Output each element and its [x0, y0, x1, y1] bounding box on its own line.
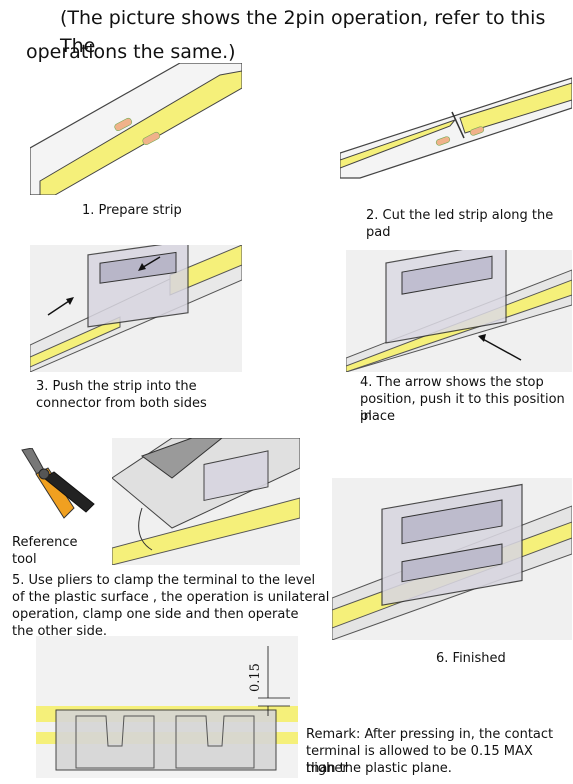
step-3-caption-line-2: connector from both sides [36, 396, 207, 411]
remark-line-2: terminal is allowed to be 0.15 MAX highe… [306, 744, 533, 776]
step-4-image [346, 250, 572, 372]
step-1-image [30, 63, 242, 195]
header-line-1: (The picture shows the 2pin operation, r… [60, 7, 546, 57]
pliers-icon [14, 448, 100, 526]
step-4-caption-line-2: position, push it to this position in [360, 392, 565, 424]
step-1-caption: 1. Prepare strip [82, 203, 182, 218]
step-2-caption-line-2: pad [366, 225, 391, 240]
step-5-image [112, 438, 300, 565]
dimension-value: 0.15 [248, 663, 263, 692]
remark-line-3: than the plastic plane. [306, 761, 452, 776]
step-6-caption: 6. Finished [436, 651, 506, 666]
step-5-caption-line-1: 5. Use pliers to clamp the terminal to t… [12, 573, 316, 588]
step-4-caption-line-3: place [360, 409, 395, 424]
remark-line-1: Remark: After pressing in, the contact [306, 727, 554, 742]
step-5-caption-line-3: operation, clamp one side and then opera… [12, 607, 299, 622]
step-6-image [332, 478, 572, 640]
tool-caption-line-1: Reference [12, 535, 78, 550]
dimension-drawing: 0.15 [36, 636, 298, 778]
step-3-caption-line-1: 3. Push the strip into the [36, 379, 197, 394]
step-2-image [340, 68, 572, 200]
step-5-caption-line-2: of the plastic surface , the operation i… [12, 590, 330, 605]
header-line-2: operations the same.) [26, 41, 236, 63]
step-2-caption-line-1: 2. Cut the led strip along the [366, 208, 554, 223]
step-4-caption-line-1: 4. The arrow shows the stop [360, 375, 544, 390]
step-3-image [30, 245, 242, 372]
step-5-caption-line-4: the other side. [12, 624, 107, 639]
tool-caption-line-2: tool [12, 552, 37, 567]
